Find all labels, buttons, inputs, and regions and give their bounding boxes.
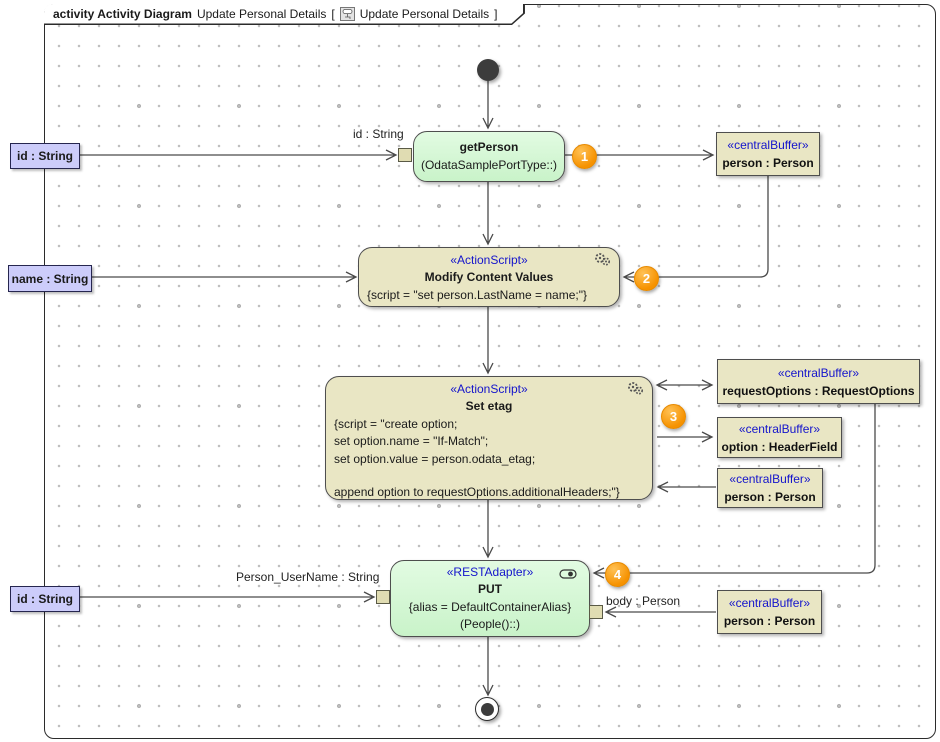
getperson-input-pin[interactable] xyxy=(398,148,412,162)
final-node-dot xyxy=(481,703,494,716)
buffer-person-top-label: person : Person xyxy=(722,154,813,172)
edge-idtop-to-getperson-pin[interactable] xyxy=(78,150,396,160)
frame-bracket-close: ] xyxy=(494,7,497,21)
buffer-person-bottom-stereotype: «centralBuffer» xyxy=(729,594,810,612)
edge-setetag-to-option[interactable] xyxy=(657,432,712,442)
initial-node[interactable] xyxy=(477,59,499,81)
buffer-person-top-stereotype: «centralBuffer» xyxy=(727,136,808,154)
buffer-person-mid-stereotype: «centralBuffer» xyxy=(729,470,810,488)
rest-adapter-icon xyxy=(559,567,577,584)
setetag-stereotype: «ActionScript» xyxy=(334,381,644,398)
put-title: PUT xyxy=(478,581,502,598)
buffer-person-mid[interactable]: «centralBuffer» person : Person xyxy=(717,468,823,508)
edge-put-to-final[interactable] xyxy=(483,637,493,695)
param-id-bottom[interactable]: id : String xyxy=(10,586,80,612)
action-getperson[interactable]: getPerson (OdataSamplePortType::) xyxy=(413,131,565,182)
frame-kind-label: activity Activity Diagram xyxy=(53,7,192,21)
put-alias-line: {alias = DefaultContainerAlias} xyxy=(409,599,571,616)
buffer-person-bottom-label: person : Person xyxy=(724,612,815,630)
setetag-script-line: set option.value = person.odata_etag; xyxy=(334,451,644,468)
setetag-script-line: {script = "create option; xyxy=(334,416,644,433)
buffer-requestoptions-stereotype: «centralBuffer» xyxy=(778,364,859,382)
buffer-option-headerfield[interactable]: «centralBuffer» option : HeaderField xyxy=(717,417,842,458)
buffer-person-top[interactable]: «centralBuffer» person : Person xyxy=(716,132,820,176)
put-operation-line: (People()::) xyxy=(460,616,520,633)
modify-title: Modify Content Values xyxy=(367,269,611,286)
buffer-person-mid-label: person : Person xyxy=(724,488,815,506)
gears-icon xyxy=(592,252,612,272)
buffer-requestoptions[interactable]: «centralBuffer» requestOptions : Request… xyxy=(717,359,920,404)
edge-setetag-to-put[interactable] xyxy=(483,500,493,557)
setetag-title: Set etag xyxy=(334,398,644,415)
frame-bracket-open: [ xyxy=(331,7,334,21)
activity-diagram-icon xyxy=(340,7,355,21)
action-put[interactable]: «RESTAdapter» PUT {alias = DefaultContai… xyxy=(390,560,590,637)
frame-diagram-ref: Update Personal Details xyxy=(360,7,489,21)
edge-initial-to-getperson[interactable] xyxy=(483,81,493,128)
buffer-option-stereotype: «centralBuffer» xyxy=(739,420,820,438)
action-modify-content-values[interactable]: «ActionScript» Modify Content Values {sc… xyxy=(358,247,620,307)
put-input-pin-left[interactable] xyxy=(376,590,390,604)
frame-diagram-name: Update Personal Details xyxy=(197,7,326,21)
action-getperson-title: getPerson xyxy=(460,139,519,156)
buffer-option-label: option : HeaderField xyxy=(721,438,837,456)
callout-badge-3: 3 xyxy=(661,404,686,429)
param-name-label: name : String xyxy=(12,272,89,286)
action-set-etag[interactable]: «ActionScript» Set etag {script = "creat… xyxy=(325,376,653,500)
edge-name-to-modify[interactable] xyxy=(90,272,356,282)
put-stereotype: «RESTAdapter» xyxy=(447,564,534,581)
gears-icon xyxy=(625,381,645,401)
param-id-top-label: id : String xyxy=(17,149,73,163)
setetag-script-line xyxy=(334,468,644,484)
modify-stereotype: «ActionScript» xyxy=(367,252,611,269)
edge-personmid-to-setetag[interactable] xyxy=(658,482,716,492)
put-input-pin-right[interactable] xyxy=(589,605,603,619)
param-id-top[interactable]: id : String xyxy=(10,143,80,169)
buffer-person-bottom[interactable]: «centralBuffer» person : Person xyxy=(717,590,822,634)
frame-header[interactable]: activity Activity Diagram Update Persona… xyxy=(44,4,525,25)
param-id-bottom-label: id : String xyxy=(17,592,73,606)
callout-badge-1: 1 xyxy=(572,144,597,169)
param-name[interactable]: name : String xyxy=(8,265,92,292)
modify-script: {script = "set person.LastName = name;"} xyxy=(367,287,611,304)
edge-label-person-username: Person_UserName : String xyxy=(236,570,379,584)
callout-badge-4: 4 xyxy=(605,562,630,587)
edge-getperson-to-modify[interactable] xyxy=(483,182,493,244)
edge-personbottom-to-put-pin[interactable] xyxy=(606,607,716,617)
setetag-script-line: append option to requestOptions.addition… xyxy=(334,484,644,501)
edge-modify-to-setetag[interactable] xyxy=(483,307,493,373)
edge-label-body-person: body : Person xyxy=(606,594,680,608)
action-getperson-subtitle: (OdataSamplePortType::) xyxy=(421,157,557,174)
setetag-script-line: set option.name = "If-Match"; xyxy=(334,433,644,450)
activity-final-node[interactable] xyxy=(475,697,499,721)
edge-idbottom-to-put-pin[interactable] xyxy=(78,592,374,602)
buffer-requestoptions-label: requestOptions : RequestOptions xyxy=(722,382,914,400)
callout-badge-2: 2 xyxy=(634,266,659,291)
edge-setetag-requestoptions[interactable] xyxy=(657,380,712,390)
edge-label-id-string: id : String xyxy=(353,127,404,141)
